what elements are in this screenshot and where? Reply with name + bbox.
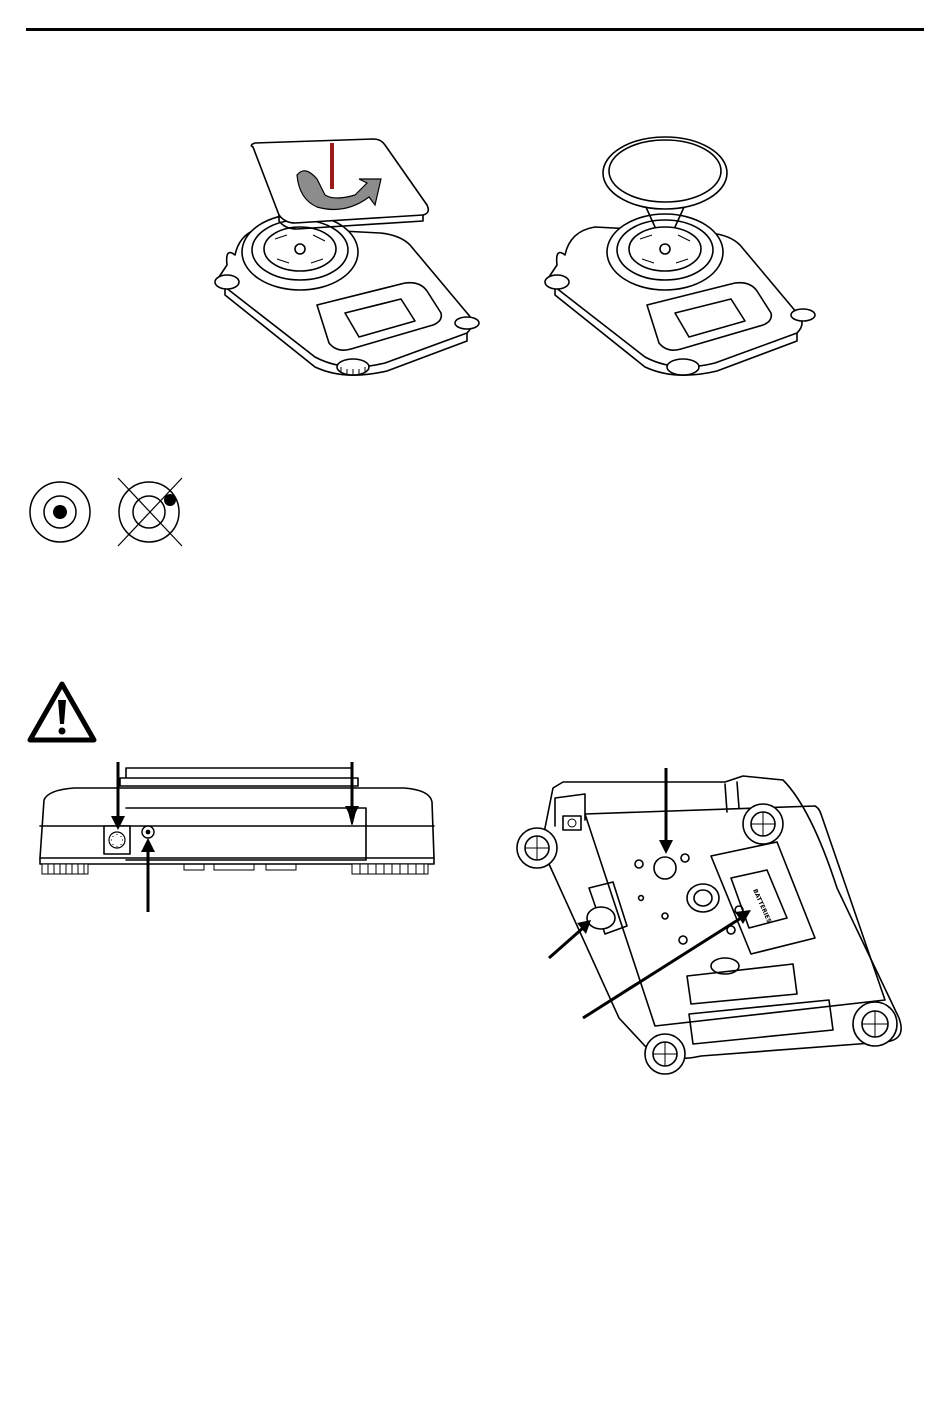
level-bubble-incorrect-icon [116,476,186,548]
level-bubble-correct-icon [28,480,92,544]
header-rule [26,28,924,31]
square-pan-install-illustration [205,135,490,380]
rear-view-illustration [34,760,439,915]
bottom-view-illustration: BATTERIES [515,768,915,1088]
warning-triangle-icon [26,680,98,744]
round-pan-install-illustration [535,135,825,380]
